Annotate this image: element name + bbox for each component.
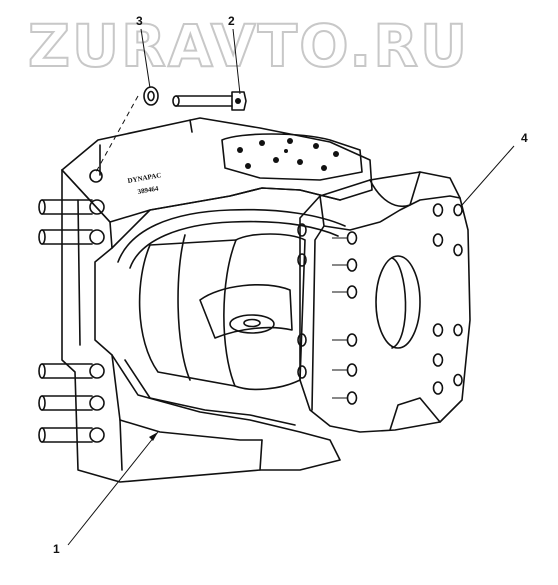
- assembly-guide-line: [95, 95, 139, 173]
- callout-4: 4: [521, 131, 528, 145]
- callout-3: 3: [136, 14, 143, 28]
- part-stamp-brand: DYNAPAC: [127, 171, 162, 185]
- callout-2: 2: [228, 14, 235, 28]
- bolt-part-2: [172, 91, 247, 111]
- washer-part-3: [143, 86, 159, 106]
- articulation-housing: DYNAPAC 389464: [61, 117, 373, 483]
- arrowhead-1: [149, 432, 158, 441]
- callout-1: 1: [53, 542, 60, 556]
- left-studs: [38, 169, 105, 443]
- part-stamp-number: 389464: [137, 184, 160, 196]
- right-flange: [297, 171, 471, 433]
- watermark-text: ZURAVTO.RU: [28, 12, 469, 80]
- leader-lines: [67, 28, 515, 546]
- top-pad-bolt-holes: [237, 138, 339, 171]
